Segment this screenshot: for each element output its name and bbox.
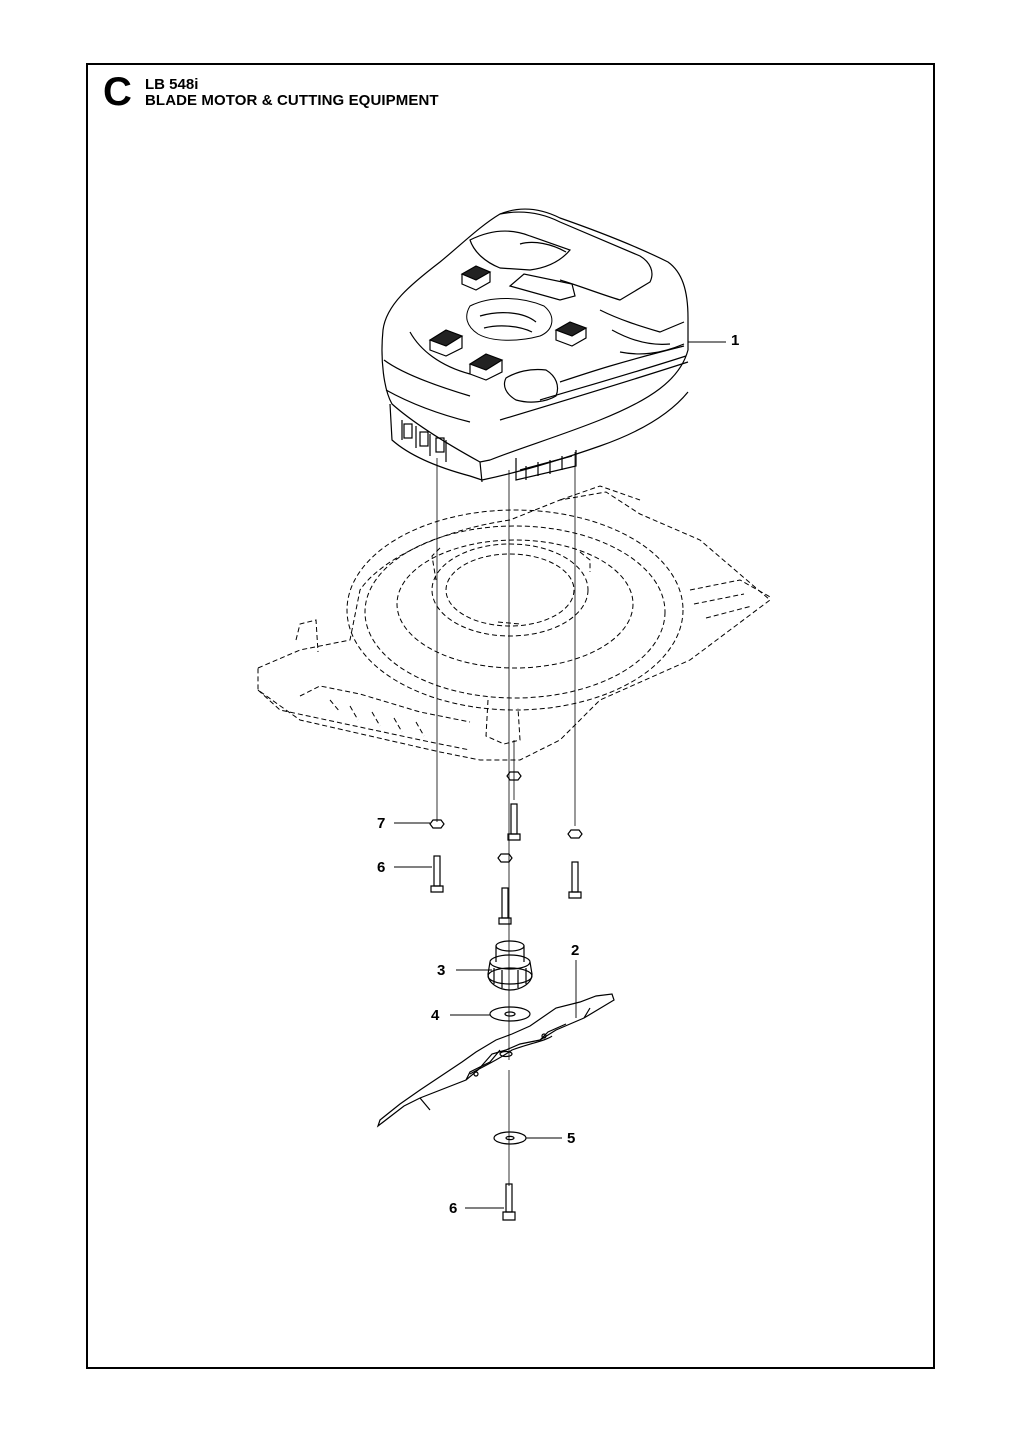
bolt-center-upper — [507, 803, 521, 841]
callout-1: 1 — [731, 332, 740, 349]
callout-3: 3 — [437, 962, 446, 979]
section-letter: C — [103, 70, 132, 114]
washer-hole-5 — [505, 1135, 515, 1141]
diagram-frame — [86, 63, 935, 1369]
callout-6-lower: 6 — [449, 1200, 458, 1217]
bolt-center-lower — [498, 887, 512, 925]
nut-7 — [429, 819, 445, 829]
washer-part-5 — [493, 1131, 527, 1145]
callout-7: 7 — [377, 815, 386, 832]
blade-hub-part — [487, 940, 533, 991]
bolt-right — [568, 861, 582, 899]
nut-center-lower — [497, 853, 513, 863]
callout-5: 5 — [567, 1130, 576, 1147]
bolt-6-left — [430, 855, 444, 893]
callout-6-upper: 6 — [377, 859, 386, 876]
bolt-6-lower — [502, 1183, 516, 1221]
motor-cover-part — [381, 208, 689, 483]
callout-2: 2 — [571, 942, 580, 959]
leader-lines — [394, 341, 726, 1209]
nut-center-upper — [506, 771, 522, 781]
nut-right — [567, 829, 583, 839]
callout-4: 4 — [431, 1007, 440, 1024]
washer-hole — [504, 1011, 516, 1017]
model-name: LB 548i — [145, 76, 199, 93]
diagram-title: BLADE MOTOR & CUTTING EQUIPMENT — [145, 92, 439, 109]
cutting-blade-part — [376, 993, 615, 1128]
assembly-axis-lines — [436, 452, 576, 1186]
washer-part-4 — [489, 1006, 531, 1022]
mower-deck-outline — [257, 485, 773, 761]
